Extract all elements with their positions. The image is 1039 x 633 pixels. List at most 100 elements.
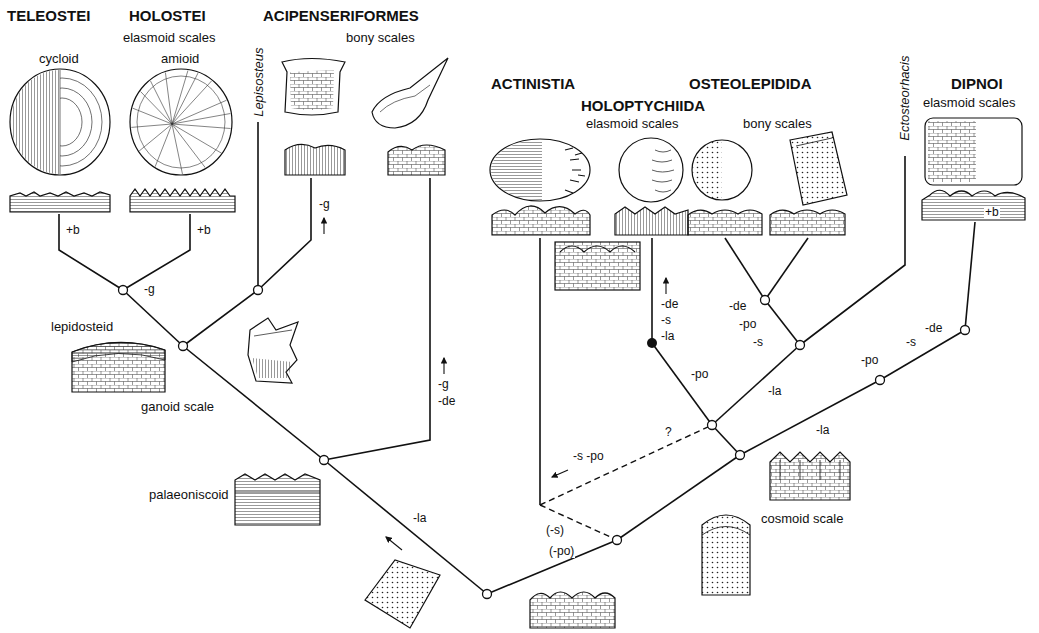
scale-type: palaeoniscoid — [148, 488, 230, 502]
bony-scale — [692, 140, 752, 200]
scale-type: ganoid scale — [140, 400, 215, 414]
character-change: -po — [738, 318, 757, 331]
scale-section — [130, 189, 235, 212]
cycloid-scale — [60, 70, 61, 174]
tree-branch — [617, 455, 740, 540]
tree-node — [119, 286, 128, 295]
tree-branch — [324, 460, 487, 594]
scale-type: amioid — [160, 52, 200, 66]
tree-node — [796, 341, 805, 350]
ganoid-scale — [248, 318, 298, 383]
fossil-node — [647, 338, 657, 348]
cycloid-scale — [60, 98, 82, 146]
character-change: +b — [65, 224, 81, 237]
scale-section — [688, 210, 845, 235]
genus-name: Lepisosteus — [251, 46, 265, 117]
amioid-scale — [137, 76, 225, 168]
rhombic-scale — [365, 560, 440, 628]
scale-section — [615, 207, 688, 235]
clade-name: ACIPENSERIFORMES — [262, 8, 420, 25]
scale-section — [285, 144, 345, 175]
scale-type: cosmoid scale — [760, 512, 844, 526]
bony-scale — [290, 70, 334, 110]
amioid-scale — [172, 110, 250, 124]
tree-node — [320, 456, 329, 465]
tree-node — [613, 536, 622, 545]
cycloid-scale — [60, 78, 102, 166]
amioid-scale — [172, 124, 230, 200]
elasmoid-scale — [619, 138, 683, 202]
lepidosteid-scale — [72, 342, 165, 362]
genus-name: Ectosteorhacis — [898, 55, 912, 142]
tree-branch — [712, 425, 740, 455]
scale-category: elasmoid scales — [585, 117, 680, 131]
scale-section — [388, 145, 445, 175]
histology-detail — [560, 246, 635, 252]
cosmoid-scale — [702, 515, 750, 595]
tree-branch — [765, 300, 800, 345]
amioid-scale — [130, 69, 232, 175]
clade-name: DIPNOI — [950, 76, 1004, 93]
change-arrow — [386, 537, 402, 550]
character-change: -po — [860, 354, 879, 367]
change-arrow — [324, 218, 666, 550]
histology-detail — [555, 242, 640, 290]
tree-branch — [965, 222, 975, 330]
tree-node — [119, 286, 970, 599]
palaeoniscoid-scale — [235, 474, 320, 525]
character-change: -de — [728, 300, 747, 313]
scale-section — [492, 206, 590, 235]
tree-node — [179, 342, 188, 351]
tree-branch — [725, 238, 765, 300]
character-change: -g — [318, 198, 331, 211]
amioid-scale — [110, 60, 172, 124]
bony-scale — [372, 58, 448, 128]
ganoid-scale — [248, 318, 298, 383]
elasmoid-scale — [490, 139, 590, 201]
cycloid-scale — [10, 69, 110, 175]
scale-category: bony scales — [742, 117, 813, 131]
tree-node — [961, 326, 970, 335]
cycloid-scale — [11, 70, 60, 174]
tree-node — [761, 296, 770, 305]
scale-section — [770, 452, 850, 500]
tree-node — [876, 376, 885, 385]
amioid-scale — [110, 124, 172, 175]
scale-section — [10, 192, 110, 212]
bony-scale — [790, 132, 847, 205]
fossil-node — [647, 338, 657, 348]
clade-name: OSTEOLEPIDIDA — [688, 76, 813, 93]
scale-section — [530, 592, 615, 628]
amioid-scale — [100, 30, 250, 210]
lepidosteid-scale — [72, 342, 165, 392]
tree-node — [254, 286, 263, 295]
amioid-scale — [172, 124, 250, 170]
scale-category: elasmoid scales — [922, 96, 1017, 110]
amioid-scale — [172, 124, 250, 130]
bony-scale — [790, 132, 847, 205]
elasmoid-scale — [925, 118, 1022, 185]
character-change: -la — [660, 330, 675, 343]
scale-section — [530, 592, 615, 628]
character-change: -g — [437, 378, 450, 391]
scale-section — [492, 206, 590, 235]
character-change: +b — [196, 224, 212, 237]
change-arrow — [665, 278, 666, 294]
scale-section — [10, 192, 110, 212]
scale-category: bony scales — [345, 31, 416, 45]
amioid-scale — [100, 124, 172, 130]
tree-branch — [800, 156, 905, 345]
tree-branch — [257, 122, 259, 290]
character-change: +b — [984, 206, 1000, 219]
change-arrow — [552, 470, 568, 477]
bony-scale — [692, 140, 722, 200]
character-change: -s -po — [572, 450, 605, 463]
elasmoid-scale — [490, 139, 542, 201]
clade-name: HOLOSTEI — [128, 8, 207, 25]
scale-section — [285, 144, 345, 175]
character-change: -s — [660, 314, 672, 327]
tree-branch — [652, 343, 712, 425]
scale-category: elasmoid scales — [122, 31, 217, 45]
tree-branch — [123, 214, 190, 290]
tree-branch — [765, 238, 808, 300]
